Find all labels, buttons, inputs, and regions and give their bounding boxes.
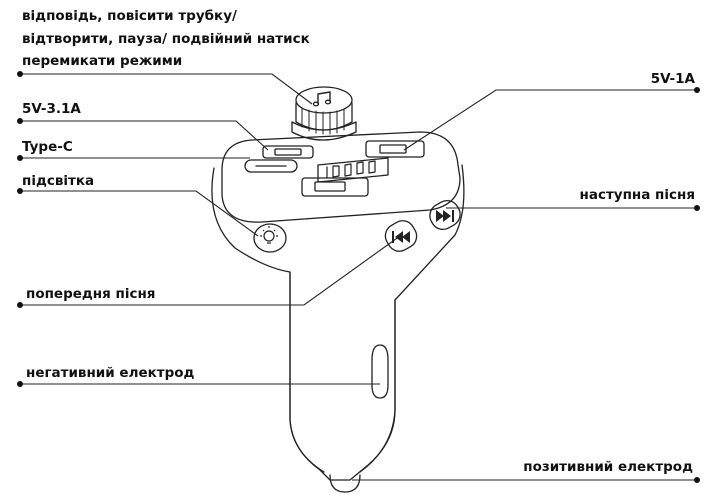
label-negative: негативний електрод: [26, 365, 195, 381]
leader-usb1a: [403, 89, 697, 151]
display: [317, 157, 389, 183]
leader-usb31: [20, 120, 269, 151]
bulb-icon: [260, 226, 278, 244]
device-body: [211, 164, 465, 481]
label-backlight: підсвітка: [22, 173, 95, 189]
leader-knob: [20, 73, 313, 105]
label-previous: попередня пісня: [26, 286, 156, 302]
knob: [295, 102, 353, 131]
label-usb-1a: 5V-1A: [650, 71, 695, 87]
label-positive: позитивний електрод: [523, 459, 693, 475]
leader-previous: [20, 235, 401, 306]
leader-backlight: [20, 190, 259, 237]
label-usb-31: 5V-3.1A: [22, 101, 81, 117]
negative-electrode: [371, 344, 389, 399]
label-next: наступна пісня: [579, 187, 695, 203]
usb-31-port: [262, 145, 314, 159]
usb-port-2: [301, 177, 369, 197]
previous-track-icon: [392, 231, 410, 243]
device-top-face: [221, 131, 461, 223]
label-answer-line2: відтворити, пауза/ подвійний натиск: [22, 31, 310, 47]
knob-cap: [295, 86, 353, 114]
type-c-port: [244, 159, 298, 173]
positive-tip: [329, 474, 361, 493]
next-track-icon: [436, 210, 454, 222]
backlight-button: [253, 223, 287, 253]
usb-1a-port: [365, 140, 425, 158]
previous-button: [384, 220, 418, 252]
label-answer-line3: перемикати режими: [22, 53, 183, 69]
label-answer-line1: відповідь, повісити трубку/: [22, 8, 237, 24]
label-type-c: Type-C: [22, 139, 73, 155]
